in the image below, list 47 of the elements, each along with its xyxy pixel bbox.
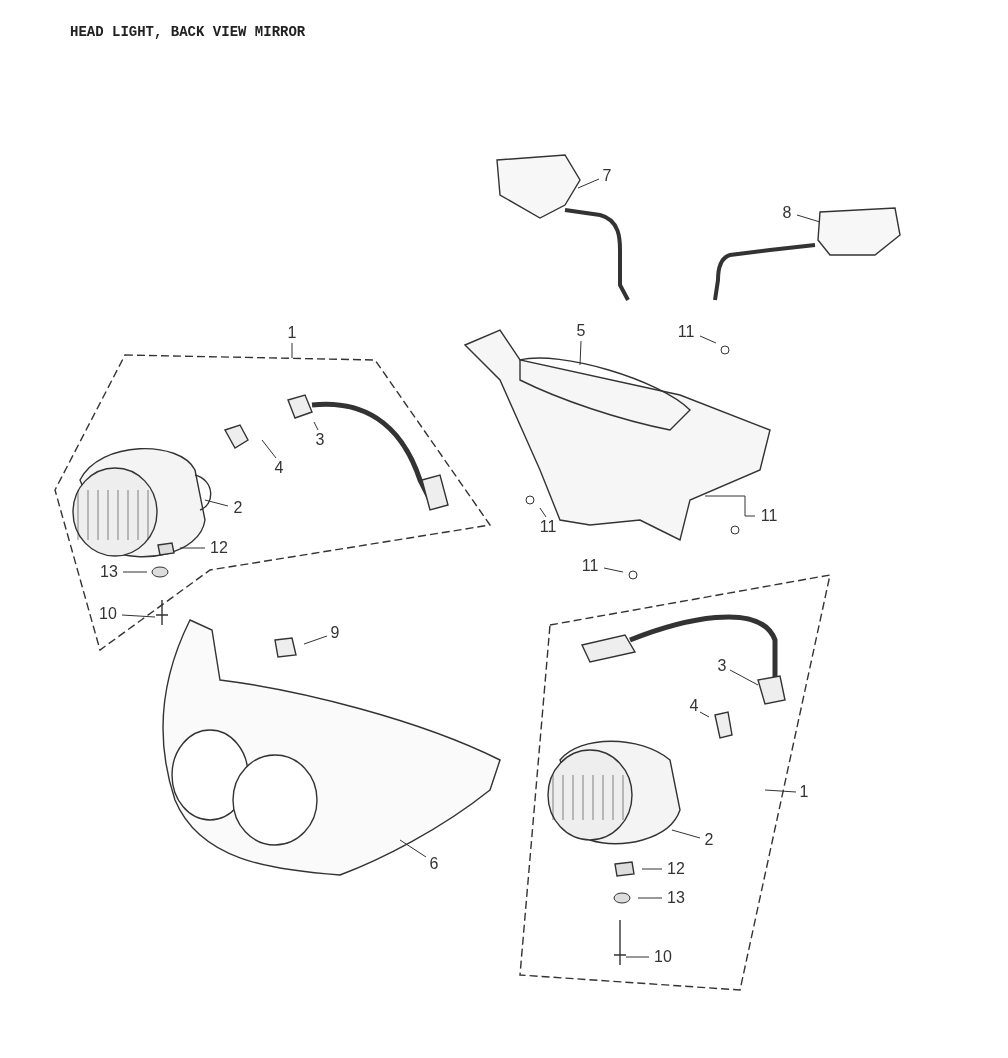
leader-line (796, 214, 821, 223)
leader-line (121, 614, 156, 618)
leader-line (637, 897, 663, 899)
callout-number: 10 (652, 948, 674, 966)
callout-number: 2 (231, 499, 245, 517)
leader-line (303, 635, 328, 645)
callout-number: 3 (715, 657, 729, 675)
leader-line (699, 711, 710, 718)
leader-line (671, 829, 701, 839)
leader-line (313, 421, 319, 431)
callout-number: 13 (665, 889, 687, 907)
callout-number: 11 (579, 557, 601, 575)
leader-line (204, 499, 229, 507)
callout-number: 7 (600, 167, 614, 185)
callout-number: 4 (687, 697, 701, 715)
leader-line (704, 495, 756, 517)
diagram-title: HEAD LIGHT, BACK VIEW MIRROR (70, 24, 306, 40)
callout-number: 9 (328, 624, 342, 642)
leader-line (641, 868, 663, 870)
callout-number: 2 (702, 831, 716, 849)
leader-line (625, 956, 650, 958)
leader-line (399, 839, 427, 858)
callout-number: 6 (427, 855, 441, 873)
callout-number: 12 (665, 860, 687, 878)
callout-number: 1 (797, 783, 811, 801)
callout-number: 12 (208, 539, 230, 557)
callout-number: 4 (272, 459, 286, 477)
leader-line (122, 571, 148, 573)
callout-number: 11 (675, 323, 697, 341)
leader-line (261, 439, 277, 459)
leader-line (179, 547, 206, 549)
callout-number: 11 (758, 507, 780, 525)
callout-number: 8 (780, 204, 794, 222)
leader-line (699, 335, 717, 344)
leader-line (729, 669, 759, 686)
callout-number: 13 (98, 563, 120, 581)
leader-line (579, 340, 582, 366)
leader-line (577, 178, 600, 189)
callout-number: 10 (97, 605, 119, 623)
callout-number: 11 (537, 518, 559, 536)
leader-line (603, 567, 624, 573)
leader-line (291, 342, 293, 359)
callout-number: 3 (313, 431, 327, 449)
leader-line (539, 507, 547, 518)
callout-number: 1 (285, 324, 299, 342)
callout-number: 5 (574, 322, 588, 340)
leader-line (764, 789, 797, 793)
